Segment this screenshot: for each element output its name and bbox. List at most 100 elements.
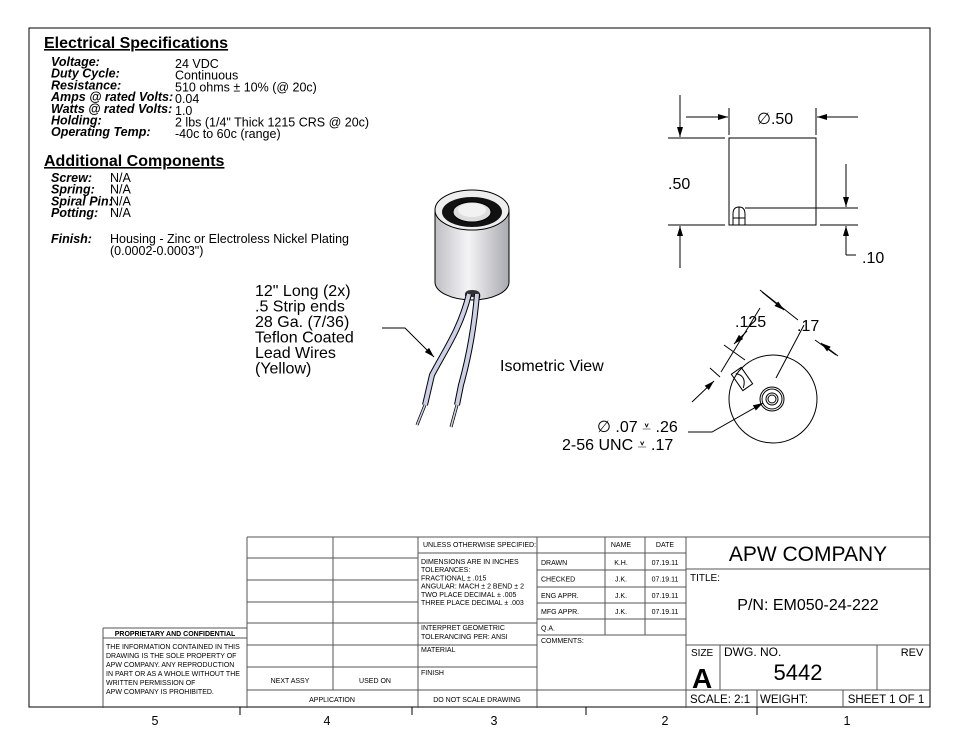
sheet-size: A bbox=[692, 663, 712, 694]
proprietary-text-line: WRITTEN PERMISSION OF bbox=[106, 680, 195, 687]
spec-value: 0.04 bbox=[175, 92, 199, 106]
weight-label: WEIGHT: bbox=[760, 694, 808, 706]
tolerance-line: ANGULAR: MACH ± 2 BEND ± 2 bbox=[421, 584, 524, 591]
isometric-view-label: Isometric View bbox=[500, 358, 604, 375]
spec-value: 2 lbs (1/4" Thick 1215 CRS @ 20c) bbox=[175, 116, 369, 130]
spec-label: Holding: bbox=[51, 114, 102, 128]
tolerance-line: TOLERANCES: bbox=[421, 567, 470, 574]
title-block: UNLESS OTHERWISE SPECIFIED: DIMENSIONS A… bbox=[102, 536, 930, 708]
wire-note-line: (Yellow) bbox=[255, 361, 311, 378]
component-value: N/A bbox=[110, 171, 132, 185]
component-label: Potting: bbox=[51, 206, 98, 220]
drawing-number: 5442 bbox=[774, 660, 823, 685]
proprietary-text-line: DRAWING IS THE SOLE PROPERTY OF bbox=[106, 653, 236, 660]
approval-name: J.K. bbox=[615, 593, 627, 600]
spec-value: 510 ohms ± 10% (@ 20c) bbox=[175, 80, 317, 94]
finish-line: (0.0002-0.0003") bbox=[110, 244, 203, 258]
zone-label: 1 bbox=[844, 714, 851, 728]
size-label: SIZE bbox=[691, 648, 714, 659]
wire-note-line: Lead Wires bbox=[255, 345, 336, 362]
thread-callout: 2-56 UNC ⩡ .17 bbox=[562, 437, 673, 454]
wire-note-line: .5 Strip ends bbox=[255, 299, 345, 316]
spec-label: Watts @ rated Volts: bbox=[51, 102, 172, 116]
proprietary-text-line: IN PART OR AS A WHOLE WITHOUT THE bbox=[106, 671, 240, 678]
approval-date: 07.19.11 bbox=[652, 609, 679, 616]
spec-label: Voltage: bbox=[51, 55, 100, 69]
title-label: TITLE: bbox=[690, 573, 720, 584]
spec-value: Continuous bbox=[175, 69, 238, 83]
component-label: Spring: bbox=[51, 183, 95, 197]
spec-value: 1.0 bbox=[175, 104, 192, 118]
proprietary-title: PROPRIETARY AND CONFIDENTIAL bbox=[115, 631, 236, 638]
diameter-dimension: ∅.50 bbox=[757, 111, 793, 128]
zone-label: 5 bbox=[152, 714, 159, 728]
finish-line: Housing - Zinc or Electroless Nickel Pla… bbox=[110, 232, 349, 246]
date-header: DATE bbox=[656, 542, 674, 549]
sheet-label: SHEET 1 OF 1 bbox=[848, 694, 924, 706]
approval-date: 07.19.11 bbox=[652, 576, 679, 583]
spec-label: Duty Cycle: bbox=[51, 67, 120, 81]
material-label: MATERIAL bbox=[421, 647, 456, 654]
section-heading: Electrical Specifications bbox=[44, 35, 228, 52]
zone-label: 2 bbox=[662, 714, 669, 728]
unless-specified-label: UNLESS OTHERWISE SPECIFIED: bbox=[423, 542, 536, 549]
application-label: APPLICATION bbox=[309, 697, 355, 704]
additional-components: Additional Components Screw: N/A Spring: N/… bbox=[44, 153, 349, 258]
comments-label: COMMENTS: bbox=[541, 638, 584, 645]
spec-value: -40c to 60c (range) bbox=[175, 127, 281, 141]
section-heading: Additional Components bbox=[44, 153, 225, 170]
front-view: ∅.50 .50 .10 bbox=[668, 95, 884, 268]
height-dimension: .50 bbox=[668, 176, 690, 193]
name-header: NAME bbox=[611, 542, 632, 549]
do-not-scale-label: DO NOT SCALE DRAWING bbox=[433, 697, 521, 704]
component-value: N/A bbox=[110, 183, 132, 197]
tolerance-line: DIMENSIONS ARE IN INCHES bbox=[421, 559, 519, 566]
spec-value: 24 VDC bbox=[175, 57, 219, 71]
tolerance-line: TWO PLACE DECIMAL ± .005 bbox=[421, 592, 516, 599]
proprietary-text-line: APW COMPANY IS PROHIBITED. bbox=[106, 689, 214, 696]
proprietary-text-line: APW COMPANY. ANY REPRODUCTION bbox=[106, 662, 234, 669]
tolerance-line: THREE PLACE DECIMAL ± .003 bbox=[421, 600, 524, 607]
zone-label: 3 bbox=[491, 714, 498, 728]
component-value: N/A bbox=[110, 194, 132, 208]
approval-date: 07.19.11 bbox=[652, 560, 679, 567]
finish-label: Finish: bbox=[51, 232, 92, 246]
approval-role: CHECKED bbox=[541, 576, 575, 583]
scale-label: SCALE: 2:1 bbox=[690, 694, 750, 706]
tolerance-line: FRACTIONAL ± .015 bbox=[421, 575, 487, 582]
approval-role: MFG APPR. bbox=[541, 609, 579, 616]
zone-label: 4 bbox=[324, 714, 331, 728]
wire-note-line: 28 Ga. (7/36) bbox=[255, 314, 349, 331]
approval-role: Q.A. bbox=[541, 626, 555, 633]
dwg-no-label: DWG. NO. bbox=[724, 645, 781, 659]
approval-name: J.K. bbox=[615, 609, 627, 616]
next-assy-label: NEXT ASSY bbox=[271, 678, 310, 685]
wire-note-line: 12" Long (2x) bbox=[255, 283, 351, 300]
finish-field-label: FINISH bbox=[421, 670, 444, 677]
proprietary-text-line: THE INFORMATION CONTAINED IN THIS bbox=[106, 644, 240, 651]
zone-markers: 5 4 3 2 1 bbox=[152, 707, 851, 728]
company-name: APW COMPANY bbox=[729, 543, 887, 566]
rev-label: REV bbox=[901, 647, 924, 659]
spec-label: Amps @ rated Volts: bbox=[50, 90, 173, 104]
bottom-view: .125 .17 ∅ .07 ⩡ .26 2-56 UNC ⩡ .17 bbox=[562, 289, 839, 454]
component-label: Spiral Pin: bbox=[51, 194, 113, 208]
approval-name: K.H. bbox=[614, 560, 628, 567]
interpret-label: TOLERANCING PER: ANSI bbox=[421, 634, 508, 641]
spec-label: Operating Temp: bbox=[51, 125, 151, 139]
used-on-label: USED ON bbox=[359, 678, 391, 685]
interpret-label: INTERPRET GEOMETRIC bbox=[421, 625, 505, 632]
part-number: P/N: EM050-24-222 bbox=[737, 597, 879, 614]
approval-name: J.K. bbox=[615, 576, 627, 583]
approval-date: 07.19.11 bbox=[652, 593, 679, 600]
approval-role: ENG APPR. bbox=[541, 593, 579, 600]
slot-position-dimension: .17 bbox=[797, 318, 819, 335]
wire-note-line: Teflon Coated bbox=[255, 330, 354, 347]
spec-label: Resistance: bbox=[51, 78, 121, 92]
component-value: N/A bbox=[110, 206, 132, 220]
component-label: Screw: bbox=[51, 171, 92, 185]
slot-width-dimension: .125 bbox=[735, 314, 766, 331]
approval-role: DRAWN bbox=[541, 560, 567, 567]
